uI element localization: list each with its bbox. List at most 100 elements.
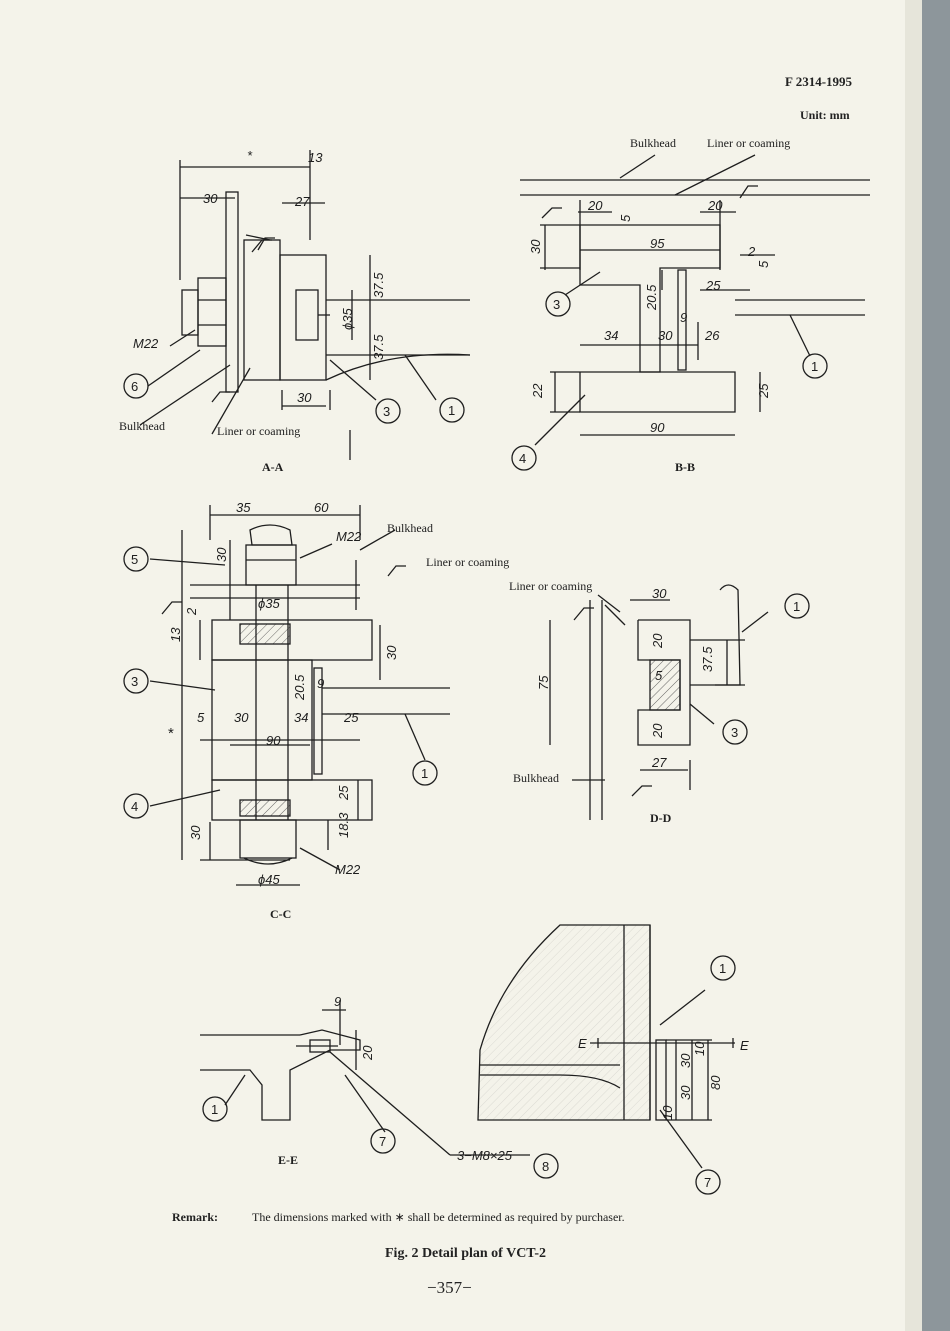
view-title-dd: D-D [650, 811, 672, 825]
cc-dim-25: 25 [343, 710, 359, 725]
view-bb [511, 154, 870, 471]
ee-dim-9: 9 [334, 994, 341, 1009]
detail-e-left: E [578, 1036, 587, 1051]
unit-label: Unit: mm [800, 108, 850, 122]
cc-bulkhead-label: Bulkhead [387, 521, 433, 535]
aa-dim-30: 30 [203, 191, 218, 206]
detail-dim-80: 80 [708, 1075, 723, 1090]
bb-dim-95: 95 [650, 236, 665, 251]
bb-dim-9: 9 [680, 310, 687, 325]
cc-dim-30b: 30 [384, 645, 399, 660]
dd-mark-3: 3 [731, 725, 738, 740]
cc-dim-9: 9 [317, 676, 324, 691]
bb-dim-34: 34 [604, 328, 618, 343]
bb-dim-25: 25 [705, 278, 721, 293]
cc-mark-1: 1 [421, 766, 428, 781]
aa-mark-6: 6 [131, 379, 138, 394]
cc-dim-25b: 25 [336, 785, 351, 801]
cc-dim-30: 30 [214, 547, 229, 562]
cc-dim-30c: 30 [234, 710, 249, 725]
view-ee [200, 1000, 530, 1156]
bb-liner-label: Liner or coaming [707, 136, 790, 150]
cc-dim-phi35: ϕ35 [258, 596, 280, 611]
bb-dim-30: 30 [528, 239, 543, 254]
bb-dim-22: 22 [530, 383, 545, 399]
dd-dim-75: 75 [536, 675, 551, 690]
figure-caption: Fig. 2 Detail plan of VCT-2 [385, 1246, 547, 1261]
view-detail [477, 924, 736, 1195]
aa-dim-27: 27 [294, 194, 310, 209]
dd-dim-5: 5 [655, 668, 663, 683]
dd-dim-20b: 20 [650, 723, 665, 739]
aa-dim-30b: 30 [297, 390, 312, 405]
view-title-ee: E-E [278, 1153, 298, 1167]
bb-mark-3: 3 [553, 297, 560, 312]
cc-dim-5: 5 [197, 710, 205, 725]
aa-mark-3: 3 [383, 404, 390, 419]
dd-liner-label: Liner or coaming [509, 579, 592, 593]
view-aa [123, 150, 471, 460]
dd-dim-37-5: 37.5 [700, 646, 715, 672]
cc-dim-2: 2 [184, 607, 199, 616]
aa-dim-37-5b: 37.5 [371, 334, 386, 360]
cc-mark-3: 3 [131, 674, 138, 689]
dd-dim-20: 20 [650, 633, 665, 649]
aa-mark-1: 1 [448, 403, 455, 418]
dd-dim-27: 27 [651, 755, 667, 770]
detail-e-right: E [740, 1038, 749, 1053]
view-title-cc: C-C [270, 907, 291, 921]
bb-dim-2: 2 [747, 244, 756, 259]
cc-dim-18-3: 18.3 [336, 812, 351, 838]
aa-dim-phi35: ϕ35 [340, 308, 355, 330]
cc-liner-label: Liner or coaming [426, 555, 509, 569]
aa-bolt-label: M22 [133, 336, 159, 351]
detail-mark-1: 1 [719, 961, 726, 976]
dd-mark-1: 1 [793, 599, 800, 614]
bb-dim-25b: 25 [756, 383, 771, 399]
cc-dim-star: * [168, 725, 174, 742]
bb-dim-20: 20 [587, 198, 603, 213]
dd-dim-30: 30 [652, 586, 667, 601]
detail-mark-7: 7 [704, 1175, 711, 1190]
ee-dim-20: 20 [360, 1045, 375, 1061]
document-code: F 2314-1995 [785, 74, 853, 89]
ee-mark-7: 7 [379, 1134, 386, 1149]
detail-mark-8: 8 [542, 1159, 549, 1174]
aa-liner-label: Liner or coaming [217, 424, 300, 438]
bb-dim-26: 26 [704, 328, 720, 343]
page-number: −357− [427, 1278, 472, 1297]
aa-dim-13: 13 [308, 150, 323, 165]
detail-dim-30: 30 [678, 1053, 693, 1068]
bb-dim-90: 90 [650, 420, 665, 435]
cc-mark-4: 4 [131, 799, 138, 814]
cc-bolt-bottom: M22 [335, 862, 361, 877]
cc-mark-5: 5 [131, 552, 138, 567]
cc-dim-phi45: ϕ45 [258, 872, 280, 887]
bb-mark-4: 4 [519, 451, 526, 466]
detail-dim-10b: 10 [660, 1105, 675, 1120]
bb-dim-5: 5 [618, 214, 633, 222]
detail-dim-10: 10 [692, 1041, 707, 1056]
cc-dim-90: 90 [266, 733, 281, 748]
cc-dim-35: 35 [236, 500, 251, 515]
aa-dim-star: * [247, 148, 253, 163]
cc-dim-34: 34 [294, 710, 308, 725]
bb-dim-30b: 30 [658, 328, 673, 343]
dd-bulkhead-label: Bulkhead [513, 771, 559, 785]
detail-screw-label: 3−M8×25 [457, 1148, 513, 1163]
aa-dim-37-5: 37.5 [371, 272, 386, 298]
bb-dim-20b: 20 [707, 198, 723, 213]
detail-dim-30b: 30 [678, 1085, 693, 1100]
cc-dim-30d: 30 [188, 825, 203, 840]
cc-dim-20-5: 20.5 [292, 674, 307, 701]
aa-bulkhead-label: Bulkhead [119, 419, 165, 433]
view-cc [123, 505, 450, 886]
view-dd [549, 584, 810, 820]
cc-bolt-top: M22 [336, 529, 362, 544]
cc-dim-13: 13 [168, 627, 183, 642]
view-title-aa: A-A [262, 460, 284, 474]
bb-dim-5b: 5 [756, 260, 771, 268]
remark-label: Remark: [172, 1210, 218, 1224]
ee-mark-1: 1 [211, 1102, 218, 1117]
